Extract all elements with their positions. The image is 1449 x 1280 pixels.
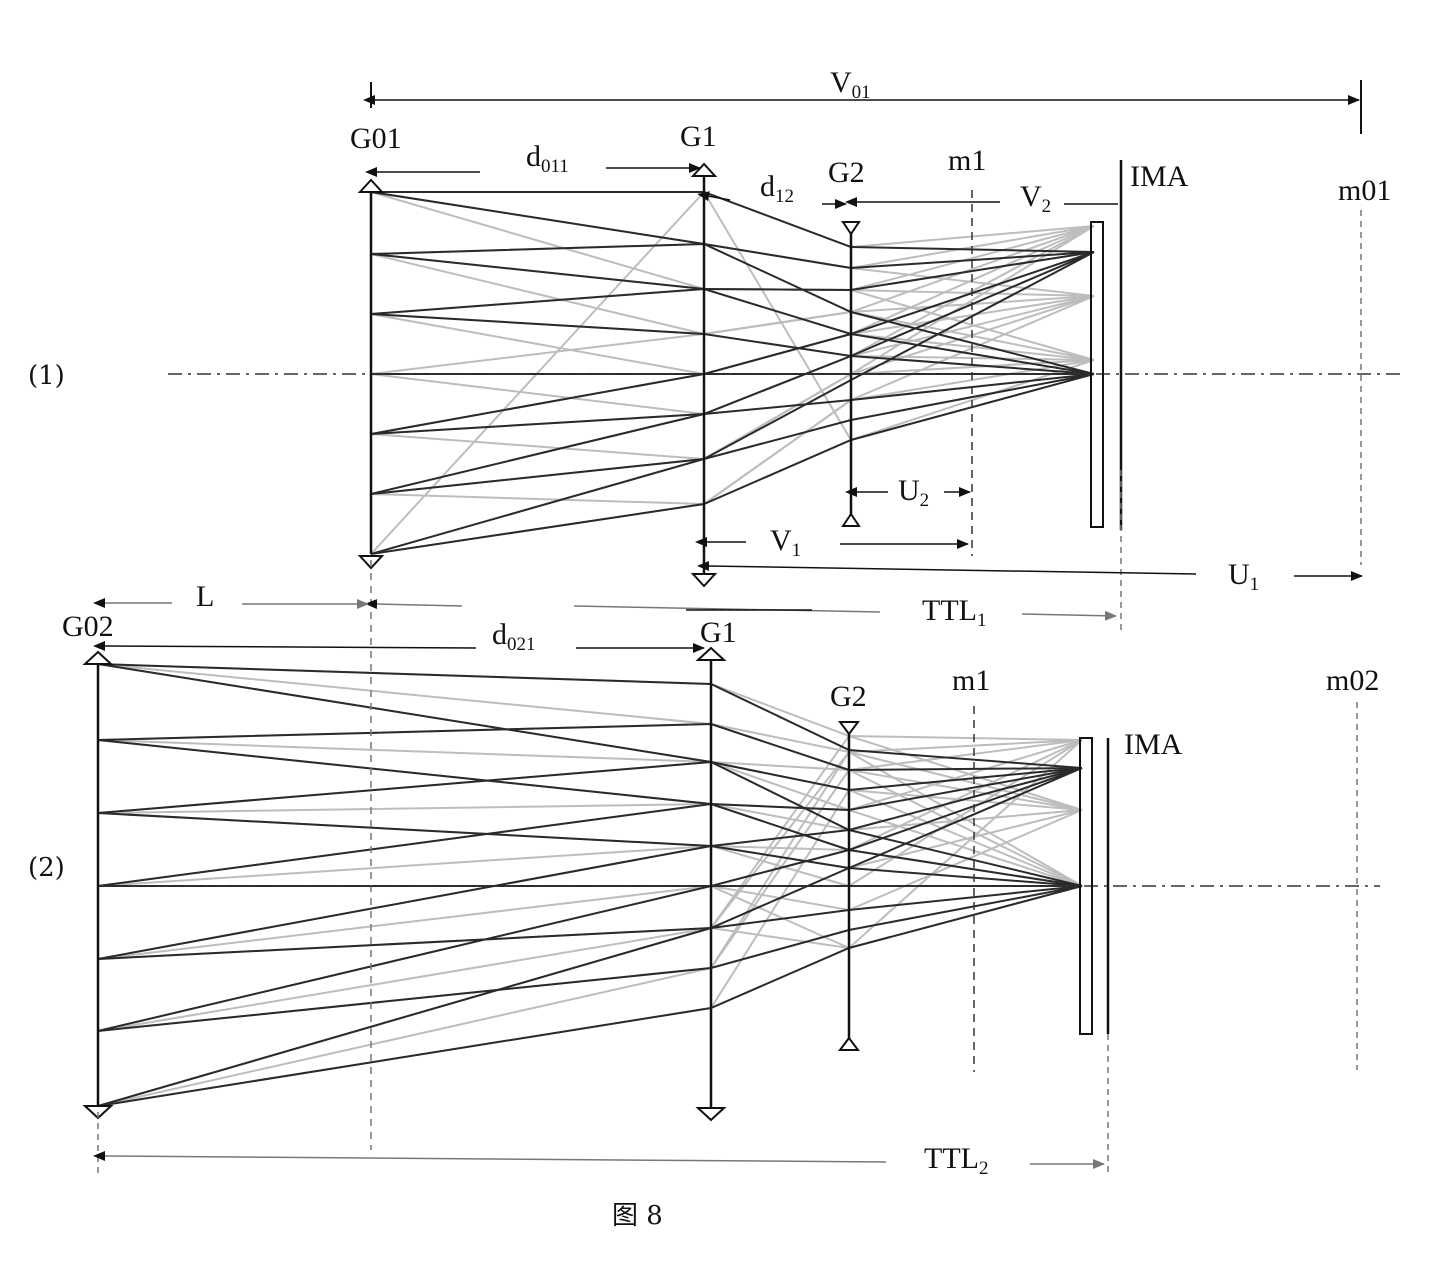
g2-label-top: G2 xyxy=(828,156,865,189)
d12-label: d12 xyxy=(760,170,794,207)
m1-label-top: m1 xyxy=(948,144,986,177)
d12-dim-left xyxy=(697,191,731,202)
ray-bundle-2 xyxy=(97,663,1083,1107)
figure-caption: 图 8 xyxy=(612,1201,663,1231)
ray-dark xyxy=(370,373,1095,555)
ttl1-dim-right xyxy=(1021,610,1117,621)
lens-g2-1-bottom-arrow xyxy=(841,512,861,527)
filter-plate-1 xyxy=(1090,221,1104,528)
ttl1-label: TTL1 xyxy=(922,594,986,631)
diagram2-tag: (2) xyxy=(28,853,65,883)
v01-label: V01 xyxy=(830,66,871,103)
ray-dark xyxy=(370,253,1095,375)
g01-label: G01 xyxy=(350,122,402,155)
ray-light xyxy=(370,295,1095,555)
d021-label: d021 xyxy=(492,618,536,655)
g1-label-top: G1 xyxy=(680,120,717,153)
lens-g1-1-top-arrow xyxy=(690,162,718,177)
u1-label: U1 xyxy=(1228,558,1259,595)
ray-light xyxy=(97,663,1083,811)
ray-dark xyxy=(97,767,1083,1032)
ray-dark xyxy=(97,767,1083,887)
ray-light xyxy=(371,295,1095,375)
lens-g1-2-bottom-arrow xyxy=(695,1107,727,1122)
ray-dark xyxy=(97,663,1083,887)
ray-bundle-1 xyxy=(370,190,1095,555)
ray-light xyxy=(370,225,1095,270)
ray-dark xyxy=(97,760,1083,814)
m1-label-bottom: m1 xyxy=(952,664,990,697)
ray-dark xyxy=(97,663,1083,769)
m01-label: m01 xyxy=(1338,174,1391,207)
ray-light xyxy=(370,225,1095,375)
ray-dark xyxy=(97,767,1083,1107)
diagram1-tag: (1) xyxy=(28,361,65,391)
ima-label-top: IMA xyxy=(1130,160,1189,193)
g1-label-bottom: G1 xyxy=(700,616,737,649)
structure xyxy=(82,80,1405,1178)
filter-plate-2 xyxy=(1079,737,1093,1035)
ray-dark xyxy=(370,191,1095,375)
d021-dim-left xyxy=(93,641,477,652)
lens-g2-2-bottom-arrow xyxy=(838,1036,860,1051)
lens-g1-2-top-arrow xyxy=(695,646,727,661)
lens-g1-1-bottom-arrow xyxy=(690,573,718,588)
ttl2-label: TTL2 xyxy=(924,1142,988,1179)
ttl1-dim-mid xyxy=(573,605,881,613)
ray-light xyxy=(370,191,1095,361)
ray-light xyxy=(97,663,1083,887)
ray-light xyxy=(97,739,1083,811)
lens-g2-2-top-arrow xyxy=(838,721,860,736)
g2-label-bottom: G2 xyxy=(830,680,867,713)
ray-light xyxy=(97,734,1083,1032)
ray-dark xyxy=(97,885,1083,1107)
ray-dark xyxy=(371,191,1095,253)
ima-label-bottom: IMA xyxy=(1124,728,1183,761)
lens-g2-1-top-arrow xyxy=(841,221,861,236)
d011-label: d011 xyxy=(526,140,569,177)
m02-label: m02 xyxy=(1326,664,1379,697)
ray-dark xyxy=(97,722,1083,772)
l-label: L xyxy=(196,580,214,613)
ray-dark xyxy=(97,812,1083,887)
ttl1-dim-left xyxy=(365,599,463,610)
ray-dark xyxy=(97,739,1083,887)
ray-dark xyxy=(370,251,1095,315)
v1-label: V1 xyxy=(770,524,801,561)
g02-label: G02 xyxy=(62,610,114,643)
ttl2-dim-left xyxy=(93,1151,887,1163)
u1-dim-left xyxy=(697,561,1197,575)
lens-g02-top-arrow xyxy=(82,650,114,665)
ray-light xyxy=(97,663,1083,741)
v2-label: V2 xyxy=(1020,180,1051,217)
ray-dark xyxy=(97,767,1083,960)
lens-g01-top-arrow xyxy=(357,178,385,193)
u2-label: U2 xyxy=(898,474,929,511)
ray-dark xyxy=(370,373,1095,495)
ray-dark xyxy=(97,885,1083,960)
ray-dark xyxy=(97,885,1083,1032)
